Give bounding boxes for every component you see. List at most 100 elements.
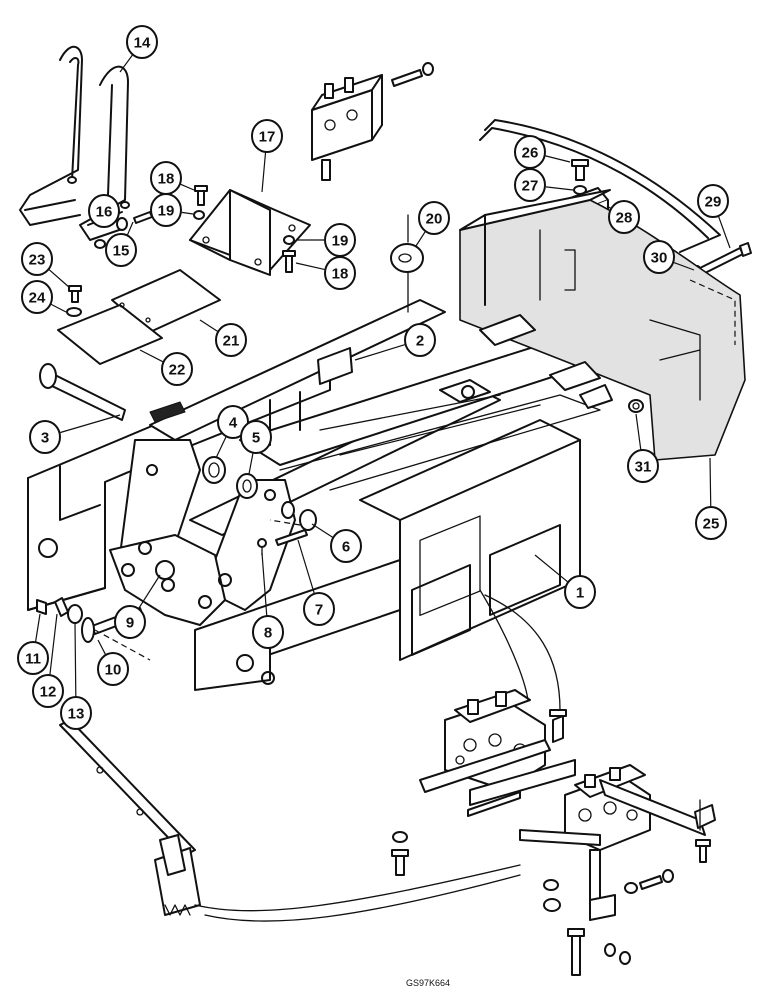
callout-5: 5 — [240, 420, 272, 475]
callout-leader — [311, 523, 333, 538]
callout-18: 18 — [295, 256, 356, 290]
callout-number: 12 — [40, 684, 57, 701]
hitch-assembly — [109, 439, 296, 626]
mounting-bracket — [189, 189, 311, 276]
callout-number: 18 — [158, 171, 175, 188]
reference-code: GS97K664 — [406, 978, 450, 988]
callout-number: 29 — [705, 194, 722, 211]
callout-number: 4 — [229, 415, 238, 432]
callout-number: 3 — [41, 430, 49, 447]
callout-circle — [697, 184, 729, 218]
callout-22: 22 — [139, 349, 193, 386]
callout-leader — [261, 151, 267, 193]
callout-leader — [354, 344, 405, 361]
callout-30: 30 — [643, 240, 695, 274]
callout-circle — [105, 233, 137, 267]
callout-circle — [97, 652, 129, 686]
lower-fasteners — [391, 791, 711, 976]
callout-number: 13 — [68, 706, 85, 723]
callout-number: 1 — [576, 585, 584, 602]
inner-bracket — [317, 347, 491, 403]
callout-leader — [181, 211, 194, 215]
callout-number: 24 — [29, 290, 46, 307]
callout-circle — [251, 119, 283, 153]
callout-number: 15 — [113, 243, 130, 260]
callout-leader — [248, 452, 254, 475]
callout-circle — [29, 420, 61, 454]
callout-number: 23 — [29, 252, 46, 269]
lower-valve-assembly-right — [564, 764, 716, 851]
callout-circle — [126, 25, 158, 59]
callout-circle — [564, 575, 596, 609]
callout-27: 27 — [514, 168, 574, 202]
callout-19: 19 — [150, 193, 194, 227]
callout-4: 4 — [215, 405, 249, 459]
callout-21: 21 — [199, 319, 247, 357]
callout-number: 31 — [635, 459, 652, 476]
counterweight — [459, 189, 746, 461]
callout-leader — [138, 574, 161, 609]
callout-leader — [534, 554, 569, 583]
callout-number: 5 — [252, 430, 260, 447]
callout-circle — [60, 696, 92, 730]
callout-number: 11 — [25, 651, 41, 668]
callout-number: 27 — [522, 178, 539, 195]
callout-circle — [303, 592, 335, 626]
ladder-fasteners — [116, 211, 153, 231]
bushings — [202, 456, 317, 531]
callout-leader — [673, 262, 695, 271]
main-frame — [27, 299, 601, 691]
callout-circle — [32, 674, 64, 708]
callout-7: 7 — [297, 539, 335, 626]
callout-circle — [17, 641, 49, 675]
cover-plates — [57, 269, 221, 365]
callout-10: 10 — [97, 639, 129, 686]
callout-circle — [695, 506, 727, 540]
callout-12: 12 — [32, 613, 64, 708]
callout-leader — [126, 221, 134, 236]
callout-leader — [74, 622, 77, 698]
callout-circle — [627, 449, 659, 483]
callout-leader — [545, 155, 571, 163]
callout-circle — [88, 194, 120, 228]
callout-17: 17 — [251, 119, 283, 193]
callout-leader — [48, 269, 71, 289]
callout-3: 3 — [29, 414, 121, 454]
control-valve-top — [311, 62, 434, 181]
callout-circle — [252, 615, 284, 649]
callout-leader — [97, 639, 107, 656]
callout-number: 18 — [332, 266, 349, 283]
callout-circle — [643, 240, 675, 274]
callout-number: 9 — [126, 615, 134, 632]
callout-leader — [119, 54, 134, 73]
callout-number: 14 — [134, 35, 151, 52]
callout-number: 17 — [259, 129, 276, 146]
side-bolts — [257, 529, 308, 556]
callout-29: 29 — [697, 184, 731, 249]
callout-number: 21 — [223, 333, 240, 350]
callout-18: 18 — [150, 161, 195, 195]
assembly-leaders — [94, 519, 561, 922]
counterweight-nut — [628, 399, 644, 413]
callout-31: 31 — [627, 413, 659, 483]
callout-1: 1 — [534, 554, 596, 609]
callout-number: 8 — [264, 625, 272, 642]
callout-number: 20 — [426, 211, 443, 228]
callout-circle — [21, 280, 53, 314]
callout-circle — [215, 323, 247, 357]
callout-number: 10 — [105, 662, 122, 679]
callout-14: 14 — [119, 25, 158, 73]
callout-number: 22 — [169, 362, 186, 379]
callout-leader — [199, 319, 218, 332]
callout-leader — [50, 303, 67, 313]
callout-circle — [324, 256, 356, 290]
callouts: 1234567891011121314151617181919182021222… — [17, 25, 731, 730]
callout-leader — [635, 413, 642, 451]
callout-number: 25 — [703, 516, 720, 533]
callout-25: 25 — [695, 457, 727, 540]
callout-leader — [415, 231, 426, 247]
callout-16: 16 — [88, 194, 120, 228]
callout-circle — [161, 352, 193, 386]
